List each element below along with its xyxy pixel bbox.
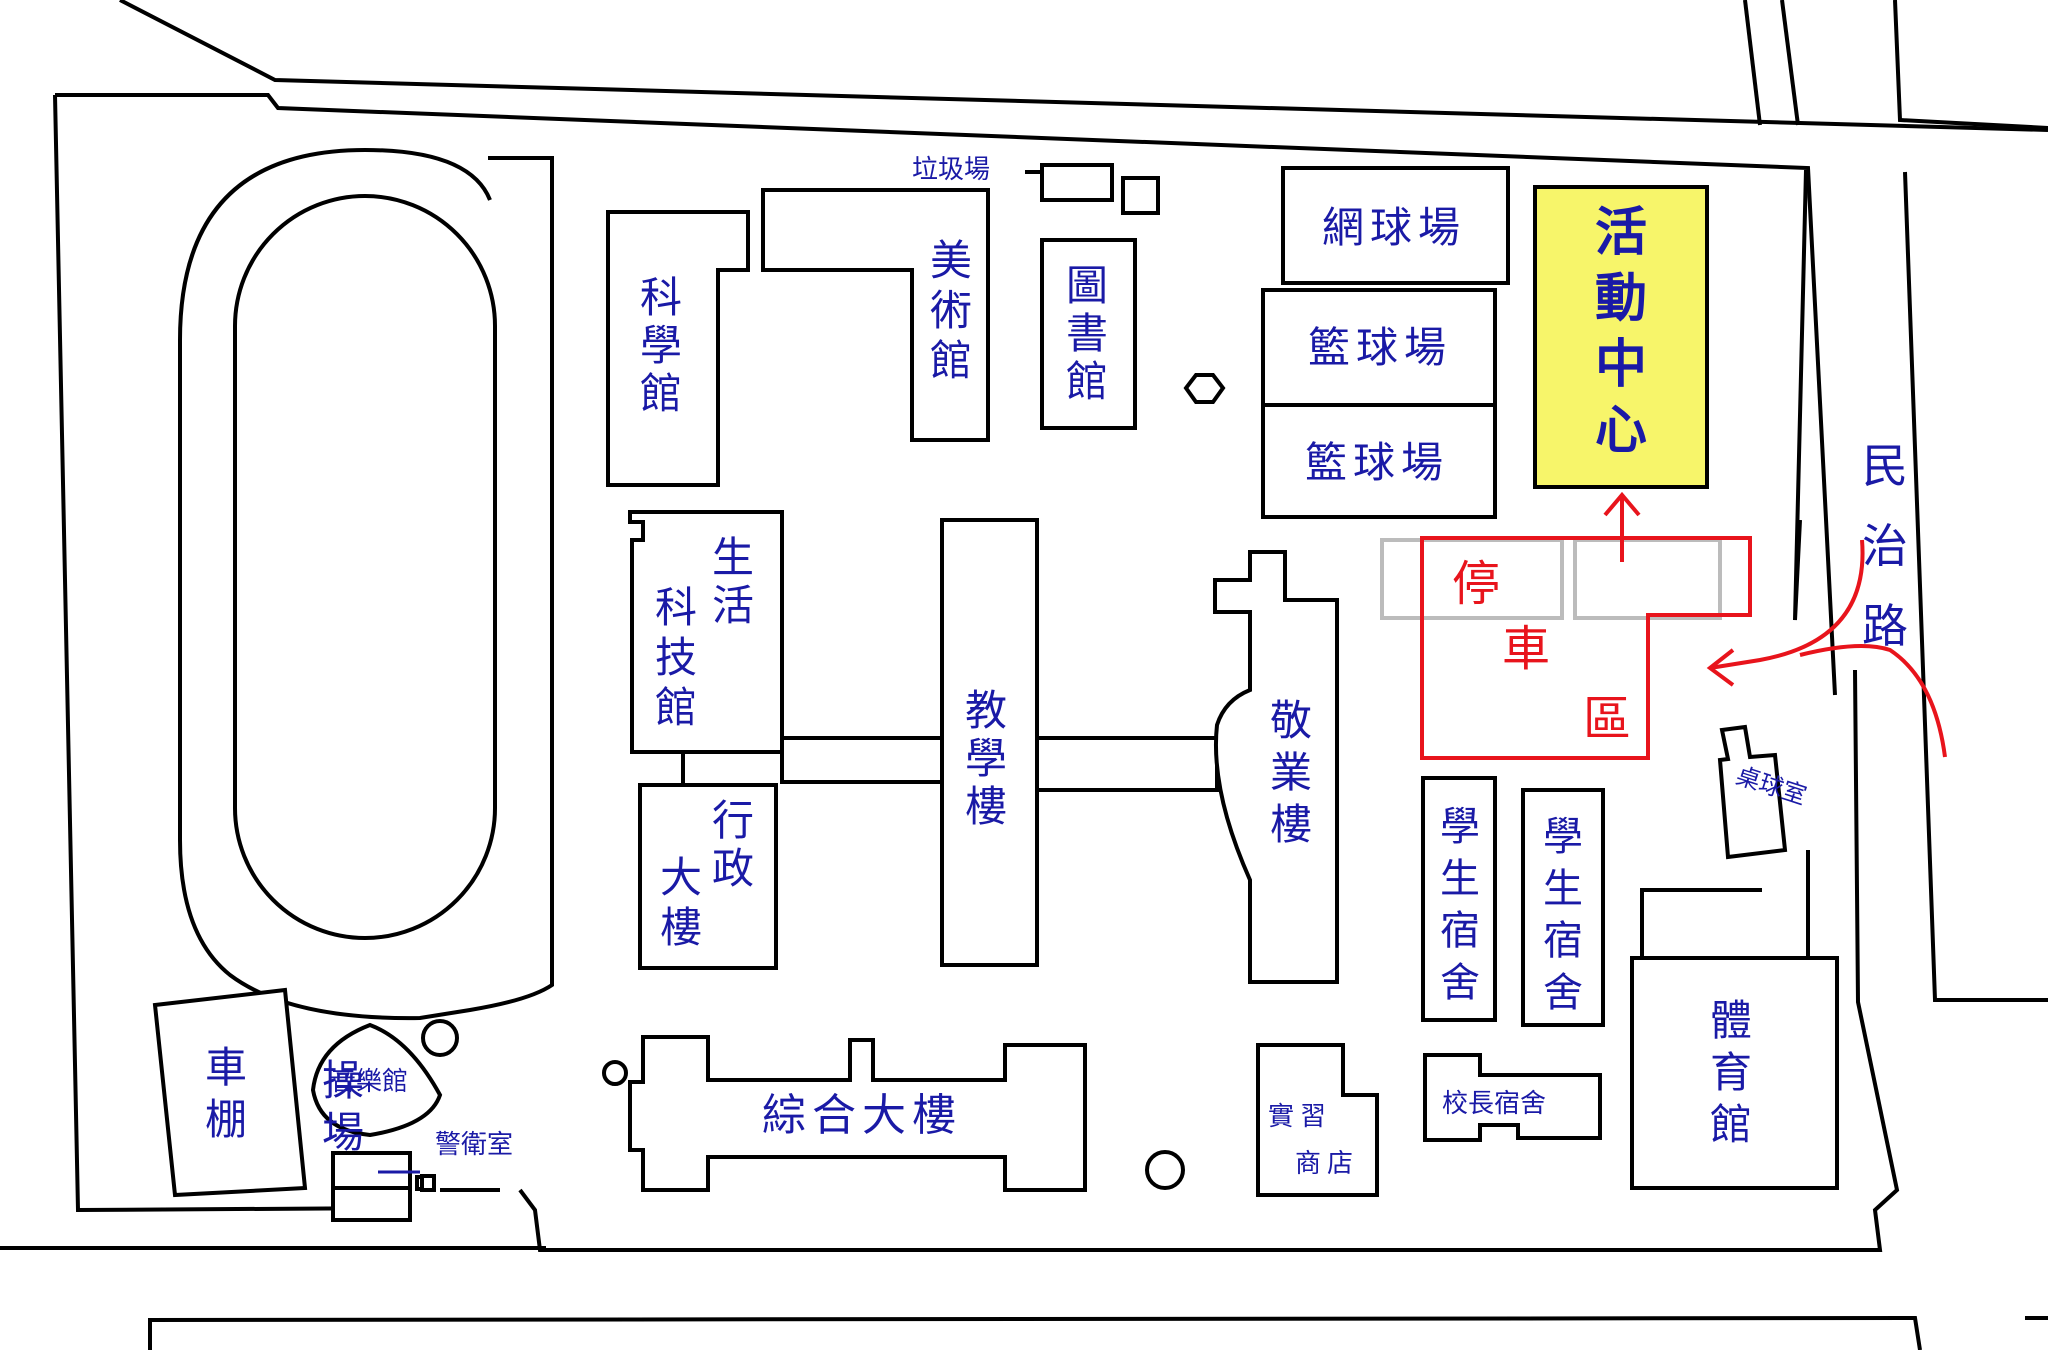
label-basketball-court-1[interactable]: 籃球場 [1308,323,1452,372]
activity-center-highlight[interactable] [1533,185,1709,489]
label-guard-room[interactable]: 警衛室 [435,1130,513,1160]
label-music-hall[interactable]: 音樂館 [330,1067,408,1097]
label-tennis-court[interactable]: 網球場 [1322,203,1466,252]
label-basketball-court-2[interactable]: 籃球場 [1305,438,1449,487]
label-complex-building[interactable]: 綜合大樓 [762,1090,962,1141]
building-outlines [152,163,1839,1222]
label-science-hall[interactable]: 科學館 [640,273,682,418]
label-jingye-building[interactable]: 敬業樓 [1270,696,1312,849]
label-admin-building[interactable]: 行政大樓 [660,796,754,952]
campus-boundary [53,93,1900,1252]
label-art-hall[interactable]: 美術館 [930,236,972,385]
label-parking-area[interactable]: 停車區 [1452,556,1631,747]
label-dorm-2[interactable]: 學生宿舍 [1543,814,1583,1016]
label-teaching-building[interactable]: 教學樓 [965,686,1007,831]
label-activity-center[interactable]: 活動中心 [1595,203,1657,461]
label-life-tech-hall[interactable]: 生活科技館 [655,533,754,732]
labels: 操場 科學館 美術館 圖書館 垃圾場 網球場 籃球場 籃球場 活動中心 生活科技… [205,155,1958,1179]
label-library[interactable]: 圖書館 [1066,261,1108,406]
label-dorm-1[interactable]: 學生宿舍 [1440,804,1480,1006]
label-gymnasium[interactable]: 體育館 [1710,996,1752,1149]
label-bike-shed[interactable]: 車棚 [205,1043,247,1144]
label-trash-area[interactable]: 垃圾場 [912,155,990,185]
label-principal-dorm[interactable]: 校長宿舍 [1442,1089,1546,1119]
playground-track [178,147,554,1021]
label-road[interactable]: 民治路 [1862,439,1958,653]
parking-area[interactable] [1380,491,1947,760]
label-playground[interactable]: 操場 [316,1058,365,1152]
label-practice-store[interactable]: 實習商店 [1268,1102,1353,1179]
